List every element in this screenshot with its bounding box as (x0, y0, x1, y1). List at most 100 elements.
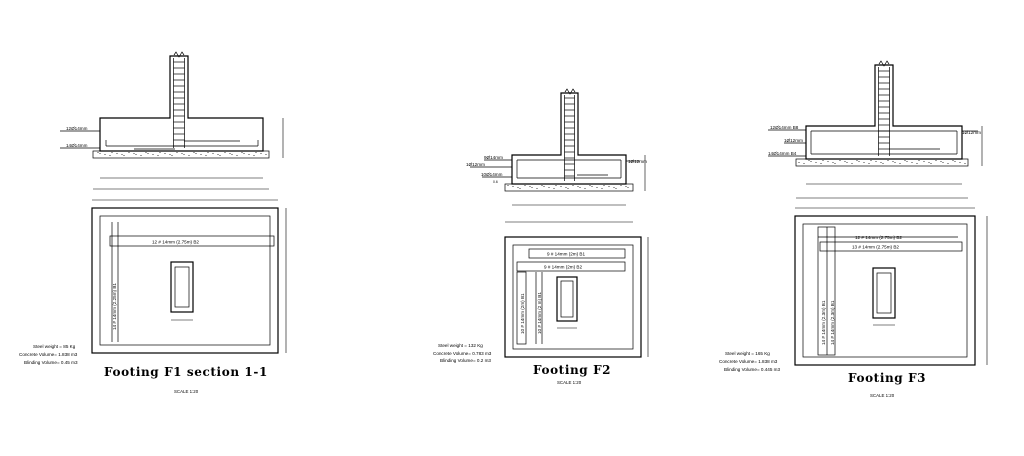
footing-f2: 9Ø14mm 1Ø12mm 10Ø14mm 0.6 1Ø12mm 9 # 14m… (433, 88, 649, 385)
blinding-texture-dot (116, 153, 118, 154)
f3-bottom-bar-label: 14Ø14mm B4 (768, 151, 797, 156)
blinding-texture-dot (613, 187, 615, 188)
blinding-texture-dot (820, 163, 822, 164)
blinding-texture-dot (584, 188, 586, 189)
f2-top-bar-label: 9Ø14mm (484, 155, 503, 160)
blinding-texture-dot (560, 186, 562, 187)
blinding-texture-dot (572, 185, 574, 186)
blinding-texture-dot (97, 152, 99, 153)
f2-plan-view: 9 # 14mm (2m) B1 9 # 14mm (2m) B2 10 # 1… (433, 236, 649, 363)
blinding-texture-dot (856, 160, 858, 161)
blinding-texture-dot (529, 186, 531, 187)
blinding-texture-dot (954, 161, 956, 162)
f3-plan-view: 12 # 14mm (2.75m) B2 13 # 14mm (2.75m) B… (719, 207, 988, 372)
blinding-texture-dot (911, 162, 913, 163)
blinding-texture-dot (147, 153, 149, 154)
blinding-texture-dot (601, 188, 603, 189)
blinding-texture-dot (111, 152, 113, 153)
f1-bottom-bar-label: 14Ø14mm (66, 143, 88, 148)
blinding-texture-dot (846, 162, 848, 163)
f1-title: Footing F1 section 1-1 (104, 365, 268, 379)
blinding-texture-dot (589, 185, 591, 186)
blinding-texture-dot (524, 185, 526, 186)
blinding-texture-dot (851, 163, 853, 164)
blinding-texture-dot (834, 163, 836, 164)
f3-title: Footing F3 (848, 371, 926, 385)
blinding-texture-dot (906, 161, 908, 162)
f3-scale: SCALE 1:20 (870, 393, 895, 398)
blinding-texture-dot (224, 152, 226, 153)
f1-bar-long-label: 12 # 14mm (2.75m) B2 (152, 240, 199, 245)
blinding-texture-dot (519, 188, 521, 189)
f3-summary-line-3: Blinding Volume= 0.445 m3 (724, 367, 781, 372)
f3-summary-line-2: Concrete Volume= 1.838 m3 (719, 359, 778, 364)
blinding-texture-dot (181, 153, 183, 154)
blinding-texture-dot (104, 154, 106, 155)
f3-top-bar-label: 12Ø14mm B8 (770, 125, 799, 130)
f2-right-bar-label: 1Ø12mm (628, 159, 647, 164)
blinding-texture-dot (123, 155, 125, 156)
footing-f1: 12Ø14mm 14Ø14mm 12 # 14mm (2.75m) B2 14 … (19, 51, 287, 394)
blinding-texture-dot (565, 187, 567, 188)
blinding-texture-dot (940, 161, 942, 162)
f2-ties-label: 1Ø12mm (466, 162, 485, 167)
blinding-texture-dot (260, 153, 262, 154)
blinding-texture-dot (543, 186, 545, 187)
f3-summary-line-1: Steel weight = 165 Kg (725, 351, 770, 356)
blinding-texture-dot (195, 153, 197, 154)
blinding-texture-dot (916, 163, 918, 164)
blinding-texture-dot (918, 160, 920, 161)
blinding-texture-dot (947, 163, 949, 164)
f2-bar-d-label: 10 # 14mm (2 m) B1 (537, 292, 542, 334)
f3-bar-c-label: 14 # 14mm (2.3m) B1 (821, 300, 826, 345)
blinding-texture-dot (183, 154, 185, 155)
f2-bottom-bar-label: 10Ø14mm (481, 172, 503, 177)
blinding-texture-dot (193, 152, 195, 153)
blinding-texture-dot (200, 154, 202, 155)
f2-title: Footing F2 (533, 363, 611, 377)
blinding-texture-dot (507, 185, 509, 186)
f2-bar-a-label: 9 # 14mm (2m) B1 (547, 252, 585, 257)
blinding-texture-dot (229, 153, 231, 154)
blinding-texture-dot (517, 187, 519, 188)
blinding-texture-dot (880, 162, 882, 163)
blinding-texture-dot (265, 154, 267, 155)
blinding-texture-dot (875, 161, 877, 162)
blinding-texture-dot (808, 160, 810, 161)
blinding-texture-dot (159, 152, 161, 153)
blinding-texture-dot (627, 187, 629, 188)
blinding-texture-dot (140, 155, 142, 156)
blinding-texture-dot (253, 155, 255, 156)
blinding-texture-dot (827, 161, 829, 162)
f1-summary-line-1: Steel weight = 85 Kg (33, 344, 76, 349)
f3-right-bar-label: 1Ø12mm (962, 130, 981, 135)
blinding-texture-dot (128, 152, 130, 153)
blinding-texture-dot (868, 163, 870, 164)
f3-section-view: 12Ø14mm B8 1Ø12mm 14Ø14mm B4 1Ø12mm (768, 60, 983, 199)
footing-f3: 12Ø14mm B8 1Ø12mm 14Ø14mm B4 1Ø12mm 12 #… (719, 60, 988, 398)
f1-top-bar-label: 12Ø14mm (66, 126, 88, 131)
blinding-texture-dot (109, 155, 111, 156)
blinding-texture-dot (839, 160, 841, 161)
f3-bar-d-label: 14 # 14mm (2.3m) B1 (830, 300, 835, 345)
blinding-texture-dot (615, 188, 617, 189)
blinding-texture-dot (603, 185, 605, 186)
blinding-texture-dot (207, 152, 209, 153)
blinding-texture-dot (892, 161, 894, 162)
blinding-texture-dot (596, 187, 598, 188)
blinding-texture-dot (171, 155, 173, 156)
f2-summary-line-3: Blinding Volume= 0.2 m3 (440, 358, 491, 363)
blinding-texture-dot (608, 186, 610, 187)
blinding-texture-dot (152, 154, 154, 155)
blinding-texture-dot (863, 162, 865, 163)
blinding-texture-dot (212, 153, 214, 154)
blinding-texture-dot (553, 188, 555, 189)
blinding-texture-dot (157, 155, 159, 156)
blinding-texture-dot (548, 187, 550, 188)
blinding-texture-dot (217, 154, 219, 155)
blinding-texture-dot (241, 152, 243, 153)
blinding-texture-dot (625, 186, 627, 187)
blinding-texture-dot (964, 163, 966, 164)
f1-plan-view: 12 # 14mm (2.75m) B2 14 # 14mm (2.25m) B… (19, 199, 287, 365)
blinding-texture-dot (887, 160, 889, 161)
